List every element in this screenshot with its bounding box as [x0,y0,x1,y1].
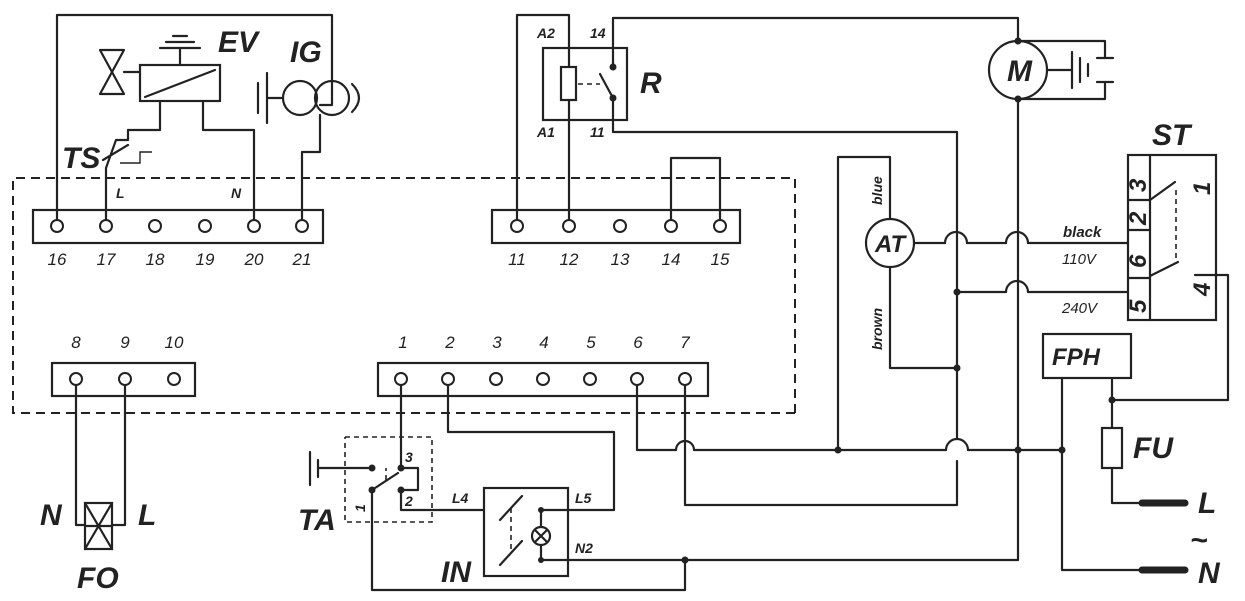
terminal-label: 13 [611,250,630,269]
st-pin-4: 4 [1189,283,1216,297]
ta-room-thermostat [308,383,689,592]
terminal-label: 21 [292,250,312,269]
in-switch [446,383,1020,578]
terminal-label: 12 [560,250,579,269]
motor-m [987,37,1115,557]
wire-label-blue: blue [869,176,885,205]
terminal-label: 11 [508,250,526,269]
terminal-label: 19 [196,250,215,269]
wire-label-black: black [1063,224,1102,241]
terminal-label: 10 [165,333,184,352]
ev-label: EV [218,26,261,59]
st-selector-switch [1110,153,1230,402]
terminal-label: 1 [398,333,407,352]
ts-n-label: N [231,185,242,201]
st-pin-3: 3 [1125,178,1152,192]
terminal-label: 6 [633,333,643,352]
terminal-label: 2 [444,333,455,352]
st-label: ST [1152,119,1193,152]
ta-pin-3: 3 [405,449,413,465]
terminal-block-16-21: 16 17 18 19 20 21 [31,208,325,269]
terminal-label: 14 [662,250,681,269]
st-pin-1: 1 [1189,182,1216,195]
ts-l-label: L [116,185,125,201]
wire-label-240v: 240V [1061,300,1099,317]
ig-label: IG [290,36,322,69]
st-pin-6: 6 [1125,254,1152,268]
ig-igniter [256,71,361,222]
relay-a1-label: A1 [536,124,555,140]
motor-label: M [1007,55,1033,88]
at-label: AT [874,231,908,258]
terminal-label: 9 [120,333,130,352]
bus-wires [635,366,1064,507]
wire-label-110v: 110V [1062,251,1098,268]
relay-label: R [640,67,662,100]
relay-11-label: 11 [590,124,605,140]
st-pin-5: 5 [1125,299,1152,313]
fph-label: FPH [1052,344,1101,371]
terminal-label: 5 [586,333,596,352]
relay-14-label: 14 [590,25,606,41]
fph-fuse-mains [1041,332,1189,574]
ta-pin-2: 2 [404,493,413,509]
control-board-outline [12,177,796,414]
terminal-block-8-10: 8 9 10 [50,333,197,398]
ev-valve-assembly [55,13,334,222]
terminal-label: 8 [71,333,81,352]
in-l5-label: L5 [575,490,592,506]
terminal-label: 3 [492,333,502,352]
terminal-block-11-15: 11 12 13 14 15 [490,208,742,269]
fo-l-label: L [138,499,156,532]
in-n2-label: N2 [575,540,593,556]
in-label: IN [441,556,472,589]
ta-pin-1: 1 [352,504,368,512]
mains-l-label: L [1198,487,1216,520]
relay-a2-label: A2 [536,25,555,41]
at-thermostat [836,155,1152,452]
ac-symbol: ~ [1190,524,1208,557]
terminal-label: 15 [711,250,730,269]
fo-device [74,383,127,551]
relay-r [515,13,1020,370]
wire-label-brown: brown [869,308,885,350]
mains-n-label: N [1198,557,1221,590]
terminal-label: 17 [97,250,116,269]
terminal-label: 4 [539,333,548,352]
terminal-label: 16 [48,250,67,269]
terminal-label: 7 [680,333,690,352]
st-pin-2: 2 [1125,211,1152,226]
fo-label: FO [77,562,119,595]
terminal-label: 18 [146,250,165,269]
fo-n-label: N [40,499,63,532]
fu-label: FU [1133,432,1174,465]
ta-label: TA [298,504,336,537]
ts-label: TS [62,142,100,175]
terminal-label: 20 [244,250,264,269]
terminal-block-1-7: 1 2 3 4 5 6 7 [376,333,710,398]
in-l4-label: L4 [452,490,469,506]
